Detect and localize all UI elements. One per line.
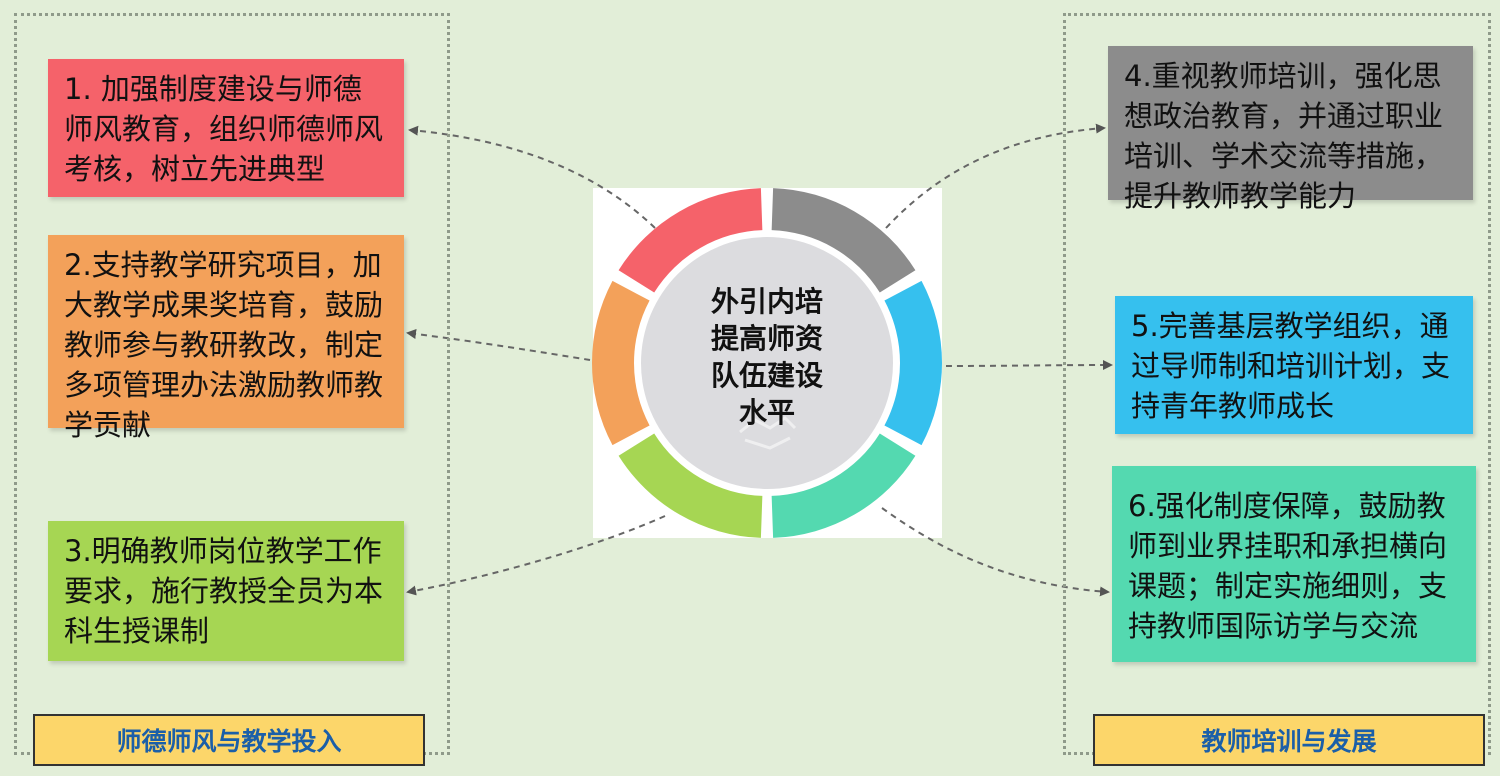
handshake-icon [739, 416, 797, 450]
center-title-line-4: 水平 [738, 396, 795, 429]
connector-to-box-3 [406, 515, 666, 596]
measure-box-1: 1. 加强制度建设与师德师风教育，组织师德师风考核，树立先进典型 [48, 59, 404, 197]
center-title-line-3: 队伍建设 [710, 359, 823, 392]
connector-to-box-2 [406, 329, 591, 361]
measure-box-6: 6.强化制度保障，鼓励教师到业界挂职和承担横向课题；制定实施细则，支持教师国际访… [1112, 466, 1476, 662]
ring-segment-teal [771, 433, 916, 538]
ring-segment-blue [884, 280, 942, 446]
ring-segment-gray [771, 188, 916, 293]
measure-box-2: 2.支持教学研究项目，加大教学成果奖培育，鼓励教师参与教研教改，制定多项管理办法… [48, 235, 404, 442]
ring-segments [592, 188, 942, 538]
measure-box-3: 3.明确教师岗位教学工作要求，施行教授全员为本科生授课制 [48, 521, 404, 661]
center-circle [641, 237, 893, 489]
connector-to-box-1 [408, 125, 656, 229]
center-title-line-2: 提高师资 [710, 322, 823, 355]
connector-to-box-4 [885, 123, 1106, 229]
connector-to-box-5 [945, 360, 1113, 371]
ring-segment-red [618, 188, 763, 293]
ring-segment-green [618, 433, 763, 538]
ring-segment-orange [592, 280, 650, 446]
connectors [406, 123, 1113, 597]
right-group-label: 教师培训与发展 [1093, 714, 1485, 766]
measure-box-5: 5.完善基层教学组织，通过导师制和培训计划，支持青年教师成长 [1115, 296, 1473, 434]
center-title: 外引内培 提高师资 队伍建设 水平 [677, 283, 857, 431]
measure-box-4: 4.重视教师培训，强化思想政治教育，并通过职业培训、学术交流等措施，提升教师教学… [1108, 46, 1473, 213]
left-group-label: 师德师风与教学投入 [33, 714, 425, 766]
connector-to-box-6 [881, 507, 1110, 597]
center-title-line-1: 外引内培 [710, 285, 823, 318]
